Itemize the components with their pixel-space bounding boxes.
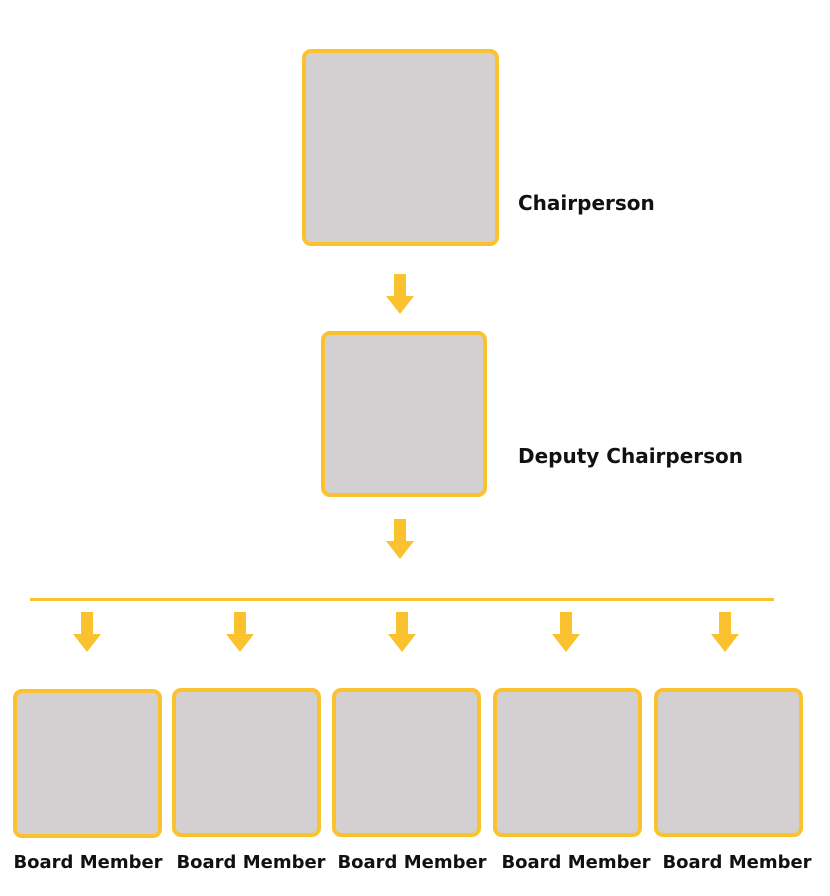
deputy-chairperson-photo-placeholder bbox=[321, 331, 487, 497]
board-member-label: Board Member bbox=[662, 852, 812, 873]
board-member-photo-placeholder bbox=[493, 688, 642, 837]
chairperson-photo-placeholder bbox=[302, 49, 499, 246]
board-member-label: Board Member bbox=[337, 852, 487, 873]
arrow-down-icon bbox=[711, 612, 739, 652]
board-member-photo-placeholder bbox=[332, 688, 481, 837]
board-member-photo-placeholder bbox=[654, 688, 803, 837]
arrow-down-icon bbox=[386, 274, 414, 314]
arrow-down-icon bbox=[226, 612, 254, 652]
board-member-label: Board Member bbox=[13, 852, 163, 873]
chairperson-label: Chairperson bbox=[518, 191, 655, 215]
board-member-photo-placeholder bbox=[172, 688, 321, 837]
board-member-label: Board Member bbox=[176, 852, 326, 873]
arrow-down-icon bbox=[73, 612, 101, 652]
connector-line bbox=[30, 598, 774, 601]
board-member-photo-placeholder bbox=[13, 689, 162, 838]
deputy-chairperson-label: Deputy Chairperson bbox=[518, 444, 744, 468]
arrow-down-icon bbox=[386, 519, 414, 559]
board-member-label: Board Member bbox=[501, 852, 651, 873]
arrow-down-icon bbox=[552, 612, 580, 652]
arrow-down-icon bbox=[388, 612, 416, 652]
